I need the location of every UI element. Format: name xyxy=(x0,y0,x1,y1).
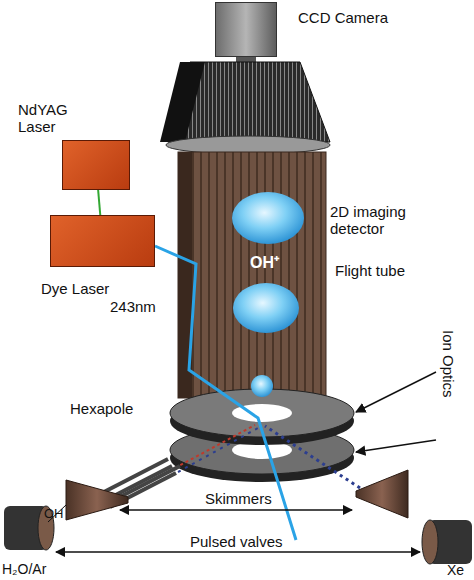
part-label: Flight tube xyxy=(335,262,455,279)
valve-arrow xyxy=(56,551,420,553)
leader-line xyxy=(356,440,436,452)
species-label: Xe xyxy=(447,562,473,578)
skimmer-arrow xyxy=(120,509,352,511)
wavelength-label: 243nm xyxy=(110,298,170,315)
camera-box: CCD Camera xyxy=(215,2,277,57)
skimmer-cone xyxy=(66,480,128,520)
ion-label: OH⁺ xyxy=(250,254,300,272)
pump-beam xyxy=(98,190,100,215)
ion-cloud xyxy=(232,192,304,244)
flight-tube xyxy=(178,152,326,398)
valve-face xyxy=(422,520,438,564)
leader-line xyxy=(356,372,436,412)
detector-hood xyxy=(160,62,205,142)
part-label: Pulsed valves xyxy=(190,533,300,550)
detector-plate xyxy=(166,136,330,154)
xe-beam xyxy=(265,426,360,488)
ion-packet xyxy=(251,375,273,397)
species-label: H₂O/Ar xyxy=(2,561,72,577)
part-label: Skimmers xyxy=(205,490,295,507)
node-label: NdYAG Laser xyxy=(18,101,88,135)
skimmer-cone xyxy=(356,470,408,518)
oh-beam xyxy=(178,428,258,472)
node-label: CCD Camera xyxy=(298,9,408,26)
ion-cloud xyxy=(233,283,299,333)
part-label: 2D imaging detector xyxy=(330,203,442,237)
oh-beam xyxy=(175,425,255,468)
laser-box: Dye Laser xyxy=(50,215,155,267)
node-label: Dye Laser xyxy=(41,280,141,297)
part-label: Ion Optics xyxy=(440,330,457,440)
laser-beam xyxy=(155,246,296,540)
species-label: OH xyxy=(44,506,74,521)
part-label: Hexapole xyxy=(70,400,160,417)
laser-box: NdYAG Laser xyxy=(62,140,130,190)
